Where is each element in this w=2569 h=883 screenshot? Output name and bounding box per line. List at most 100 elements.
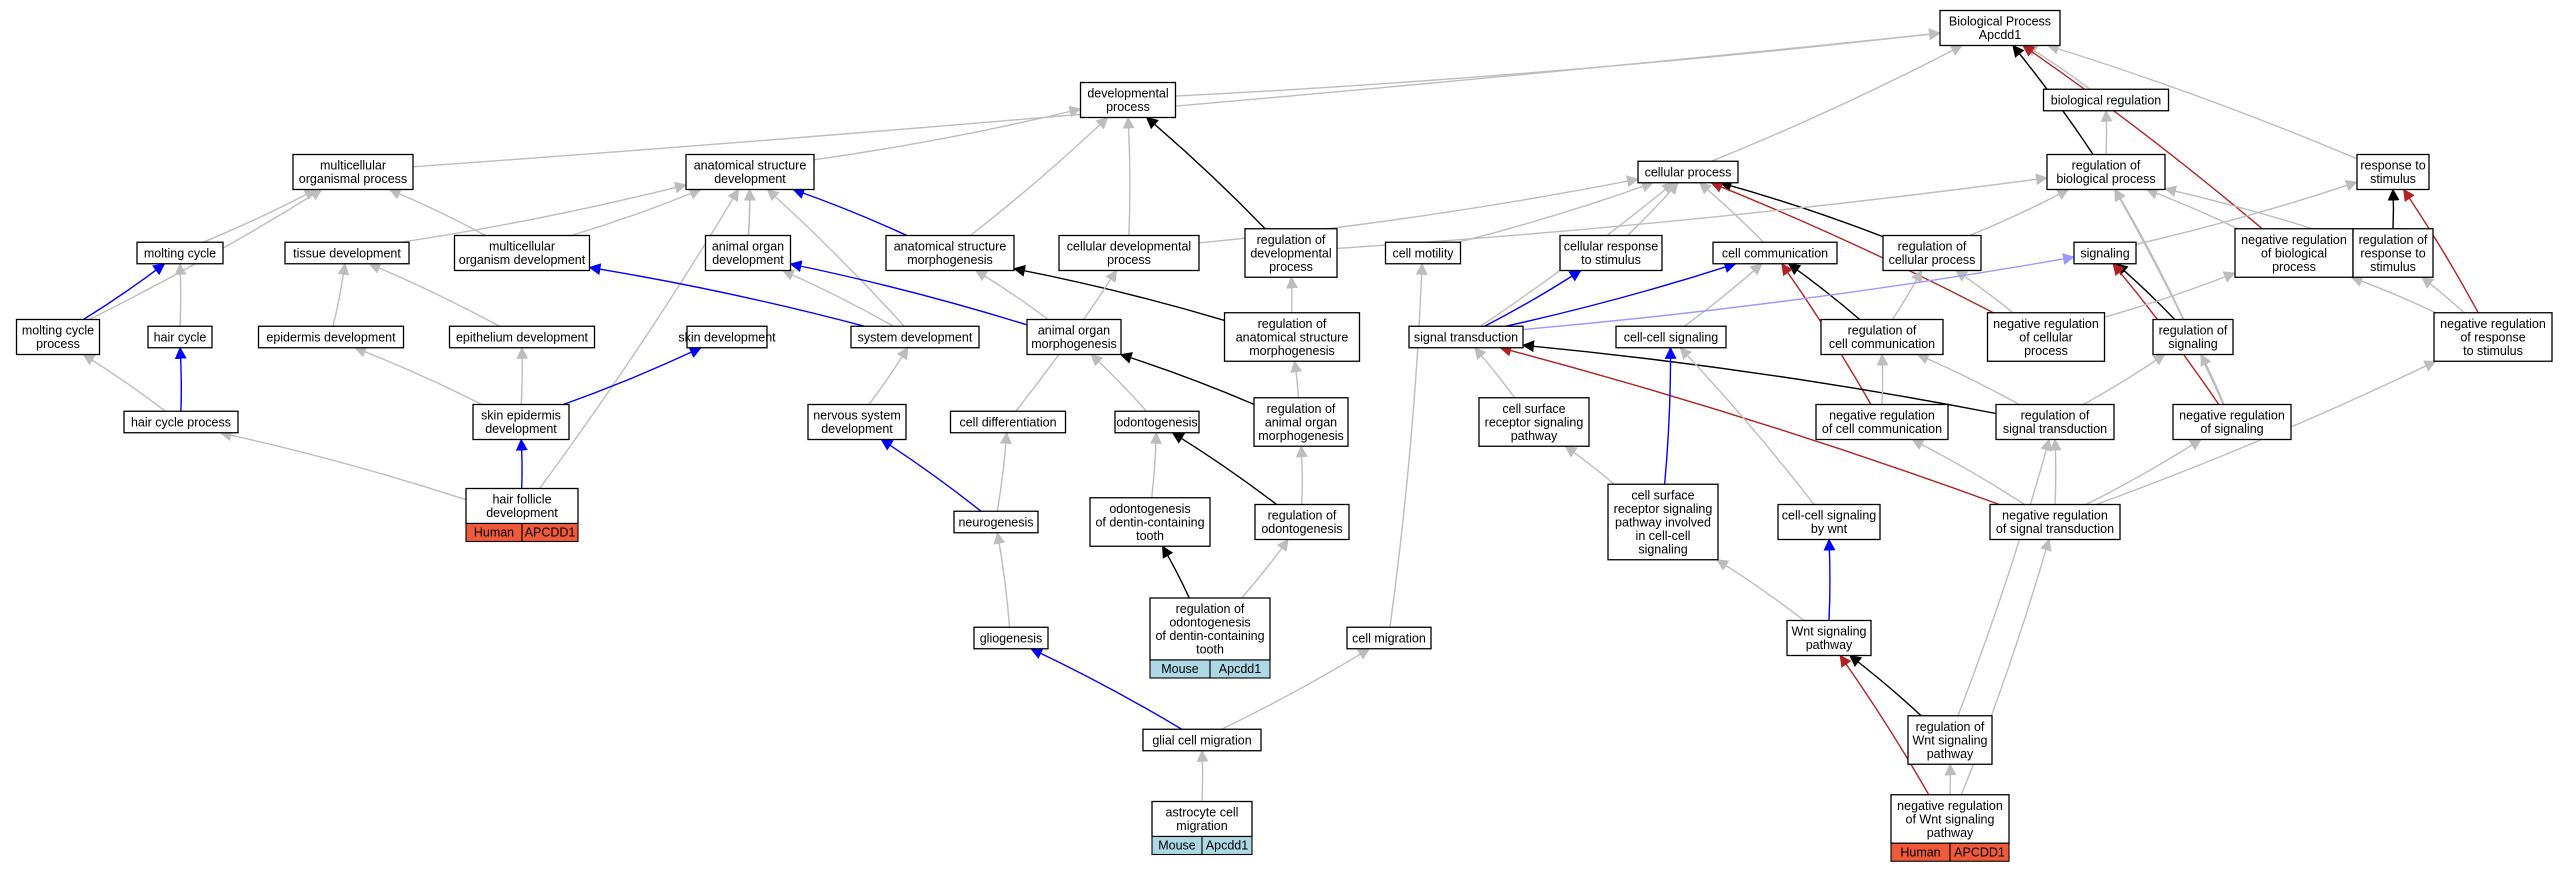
- edge-is-a-regst-to-regsig: [2083, 353, 2166, 406]
- go-term-box: [1114, 410, 1200, 434]
- go-term-box: [704, 234, 792, 272]
- go-term-node-hcp[interactable]: hair cycle process: [123, 410, 239, 434]
- go-term-node-motility[interactable]: cell motility: [1384, 241, 1462, 265]
- go-term-label-line: development: [486, 506, 558, 520]
- go-term-node-haircycle[interactable]: hair cycle: [147, 325, 213, 349]
- go-term-node-glialmig[interactable]: glial cell migration: [1142, 728, 1262, 752]
- edge-is-a-regaom-to-regasm: [1290, 360, 1303, 398]
- edge-is-a-nregbp-to-regbp: [2145, 187, 2239, 230]
- go-term-label-line: regulation of: [1898, 240, 1967, 254]
- go-term-node-bioreg[interactable]: biological regulation: [2042, 88, 2170, 112]
- go-term-node-st[interactable]: signal transduction: [1408, 325, 1524, 349]
- go-term-node-epidev[interactable]: epidermis development: [257, 325, 405, 349]
- edge-is-a-csrsp-to-st: [1473, 347, 1516, 399]
- go-term-label-line: of response: [2460, 330, 2525, 344]
- edge-is-a-aod-to-asd: [743, 188, 756, 236]
- go-term-label-line: to stimulus: [2463, 344, 2523, 358]
- go-term-box: [257, 325, 405, 349]
- edge-is-a-sysdev-to-aod: [781, 269, 894, 327]
- go-term-label-line: pathway: [1927, 747, 1974, 761]
- go-term-label-line: signal transduction: [1414, 330, 1518, 344]
- edge-is-a-resp-to-bp: [2046, 43, 2358, 160]
- go-term-node-molting[interactable]: molting cycle: [136, 241, 224, 265]
- edge-part-of-glialmig-to-glio: [1030, 648, 1183, 730]
- go-term-node-ccsig[interactable]: cell-cell signaling: [1615, 325, 1727, 349]
- go-term-node-signaling[interactable]: signaling: [2073, 241, 2137, 265]
- go-term-label-line: odontogenesis: [1116, 415, 1197, 429]
- go-term-label-line: regulation of: [2159, 324, 2228, 338]
- go-term-label-line: hair cycle: [154, 330, 207, 344]
- edge-is-a-regwnt-to-regst: [1957, 438, 2053, 717]
- edge-is-a-crs-to-cellproc: [1627, 182, 1679, 237]
- tag-label: APCDD1: [525, 526, 576, 540]
- go-term-label-line: regulation of: [1268, 509, 1337, 523]
- go-term-node-sysdev[interactable]: system development: [850, 325, 980, 349]
- go-term-box: [1890, 794, 2010, 844]
- go-term-label-line: epidermis development: [266, 330, 396, 344]
- go-term-node-neuro[interactable]: neurogenesis: [953, 510, 1039, 534]
- edge-part-of-hfd-to-sed: [515, 438, 528, 489]
- go-term-label-line: animal organ: [712, 240, 784, 254]
- go-term-label-line: development: [712, 253, 784, 267]
- edge-is-a-ccwnt-to-ccsig: [1679, 347, 1815, 505]
- species-tag: Human: [465, 522, 523, 543]
- go-term-label-line: odontogenesis: [1261, 522, 1342, 536]
- go-term-node-tissuedev[interactable]: tissue development: [284, 241, 410, 265]
- go-term-label-line: Wnt signaling: [1791, 625, 1866, 639]
- go-term-label-line: odontogenesis: [1109, 502, 1190, 516]
- go-term-node-odonto[interactable]: odontogenesis: [1114, 410, 1200, 434]
- go-term-label-line: hair follicle: [492, 493, 551, 507]
- go-term-node-cellmig[interactable]: cell migration: [1346, 626, 1432, 650]
- go-term-label-line: animal organ: [1265, 415, 1337, 429]
- go-term-node-skindev[interactable]: skin development: [678, 325, 776, 349]
- go-term-node-cellproc[interactable]: cellular process: [1637, 160, 1739, 184]
- go-term-node-glio[interactable]: gliogenesis: [973, 626, 1049, 650]
- go-term-label-line: process: [36, 337, 80, 351]
- go-term-node-epithdev[interactable]: epithelium development: [448, 325, 596, 349]
- go-term-box: [1995, 403, 2115, 441]
- edge-is-a-hcp-to-mcp: [82, 353, 166, 412]
- go-term-node-celldiff[interactable]: cell differentiation: [949, 410, 1067, 434]
- go-term-node-cellcomm[interactable]: cell communication: [1712, 241, 1838, 265]
